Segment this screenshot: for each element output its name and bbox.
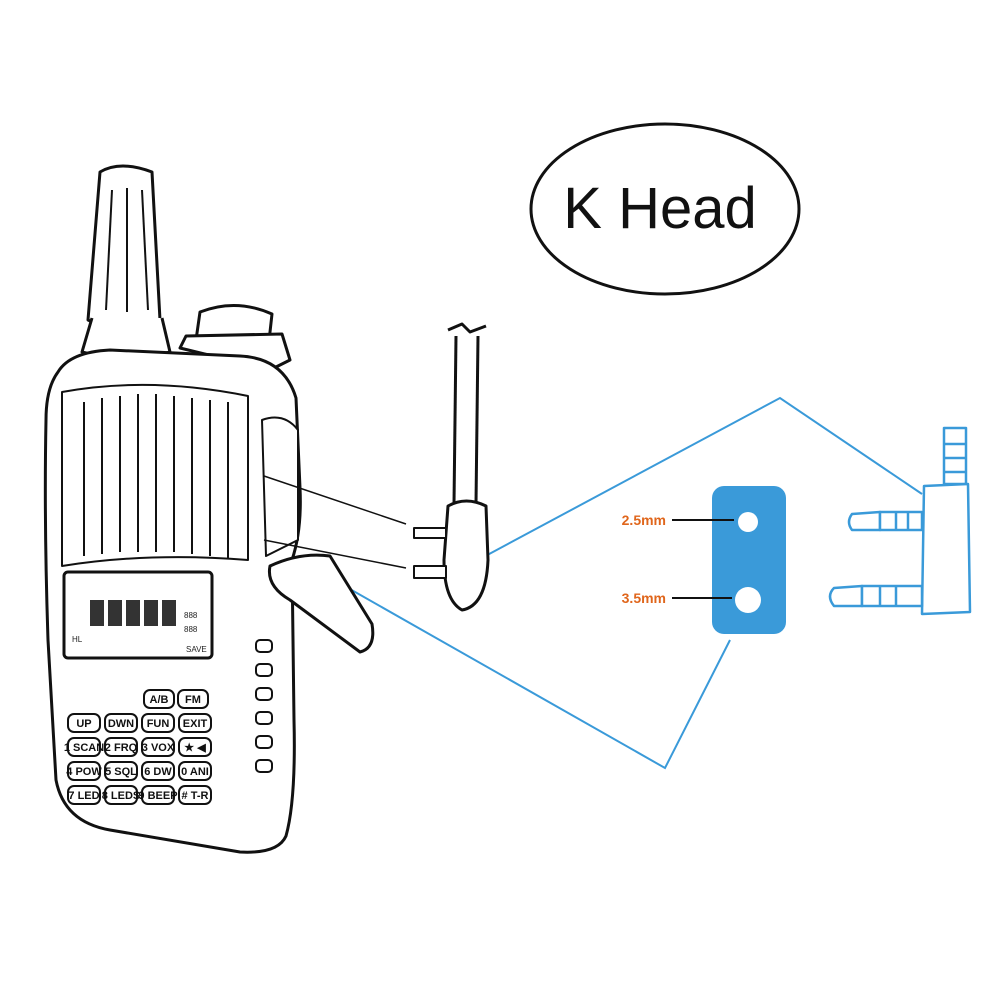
- antenna: [86, 164, 162, 331]
- key-cap: [178, 713, 212, 733]
- label-2-5mm: 2.5mm: [622, 512, 666, 528]
- lcd-segments: [90, 600, 176, 626]
- label-3-5mm: 3.5mm: [622, 590, 666, 606]
- key-label: 6 DW: [144, 766, 172, 778]
- belt-clip: [267, 553, 375, 654]
- key-cap: [141, 785, 175, 805]
- key-cap: [178, 737, 212, 757]
- key-1-scan: 1 SCAN: [64, 737, 104, 757]
- key-cap: [141, 713, 175, 733]
- key--: ★ ◀: [178, 737, 212, 757]
- key-cap: [67, 737, 101, 757]
- key-0-ani: 0 ANI: [178, 761, 212, 781]
- key-9-beep: 9 BEEP: [138, 785, 178, 805]
- key-cap: [178, 761, 212, 781]
- k-pin-upper-shaft: [878, 510, 924, 532]
- k-pin-lower-tip: [828, 584, 864, 608]
- key-label: 2 FRQ: [105, 742, 138, 754]
- key-label: FM: [185, 694, 201, 706]
- k-plug-strain-relief: [942, 426, 968, 486]
- key-label: ★ ◀: [184, 742, 206, 754]
- title-ellipse: [529, 122, 801, 296]
- key-cap: [67, 713, 101, 733]
- key-cap: [104, 713, 138, 733]
- hole-3-5mm: [735, 587, 761, 613]
- key-dwn: DWN: [104, 713, 138, 733]
- callout-line-upper: [477, 396, 923, 561]
- key-8-leds: 8 LEDS: [102, 785, 141, 805]
- key-label: 9 BEEP: [138, 790, 177, 802]
- key-up: UP: [67, 713, 101, 733]
- key-cap: [143, 689, 175, 709]
- key-label: 4 POW: [66, 766, 102, 778]
- key-label: # T-R: [182, 790, 209, 802]
- plug-pin-upper: [413, 527, 447, 539]
- plug-pin-lower: [413, 565, 447, 579]
- key-label: 0 ANI: [181, 766, 209, 778]
- lcd-digits-1: 888: [184, 611, 198, 620]
- key-label: DWN: [108, 718, 134, 730]
- key-label: 1 SCAN: [64, 742, 104, 754]
- side-grip: [255, 639, 273, 773]
- key-label: FUN: [147, 718, 170, 730]
- key-3-vox: 3 VOX: [141, 737, 175, 757]
- lcd-hl-label: HL: [72, 635, 83, 644]
- key-cap: [177, 689, 209, 709]
- key-2-frq: 2 FRQ: [104, 737, 138, 757]
- key-cap: [104, 737, 138, 757]
- key-label: 5 SQL: [105, 766, 137, 778]
- key-cap: [141, 737, 175, 757]
- k-plug-blue: [828, 426, 972, 616]
- key-cap: [141, 761, 175, 781]
- title-text: K Head: [563, 176, 756, 241]
- connector-plate: 2.5mm 3.5mm: [622, 486, 786, 634]
- key-6-dw: 6 DW: [141, 761, 175, 781]
- key-cap: [178, 785, 212, 805]
- key--t-r: # T-R: [178, 785, 212, 805]
- k-plug-body: [920, 482, 972, 616]
- key-label: A/B: [150, 694, 169, 706]
- key-label: UP: [76, 718, 91, 730]
- lcd-save-label: SAVE: [186, 645, 207, 654]
- guide-line-upper: [263, 475, 407, 525]
- key-label: 8 LEDS: [102, 790, 141, 802]
- k-pin-lower-shaft: [860, 584, 924, 608]
- guide-line-lower: [263, 539, 407, 569]
- key-label: EXIT: [183, 718, 208, 730]
- key-fun: FUN: [141, 713, 175, 733]
- key-cap: [67, 761, 101, 781]
- key-cap: [104, 785, 138, 805]
- key-label: 3 VOX: [142, 742, 175, 754]
- title-badge: K Head: [529, 122, 801, 296]
- hole-2-5mm: [738, 512, 758, 532]
- callout-lines: [267, 396, 923, 770]
- key-cap: [104, 761, 138, 781]
- key-a-b: A/B: [143, 689, 175, 709]
- walkie-talkie: 888 888 HL SAVE: [43, 164, 375, 854]
- side-jack-panel: [261, 416, 299, 557]
- plug-illustration: [263, 322, 490, 612]
- k-pin-upper-tip: [847, 510, 882, 532]
- plug-housing: [442, 499, 490, 612]
- key-cap: [67, 785, 101, 805]
- key-exit: EXIT: [178, 713, 212, 733]
- cable-left-edge: [452, 335, 458, 505]
- key-5-sql: 5 SQL: [104, 761, 138, 781]
- key-label: 7 LED: [68, 790, 99, 802]
- lcd-digits-2: 888: [184, 625, 198, 634]
- key-4-pow: 4 POW: [66, 761, 102, 781]
- speaker-grille: [61, 383, 249, 567]
- key-7-led: 7 LED: [67, 785, 101, 805]
- key-fm: FM: [177, 689, 209, 709]
- cable-right-edge: [474, 335, 480, 505]
